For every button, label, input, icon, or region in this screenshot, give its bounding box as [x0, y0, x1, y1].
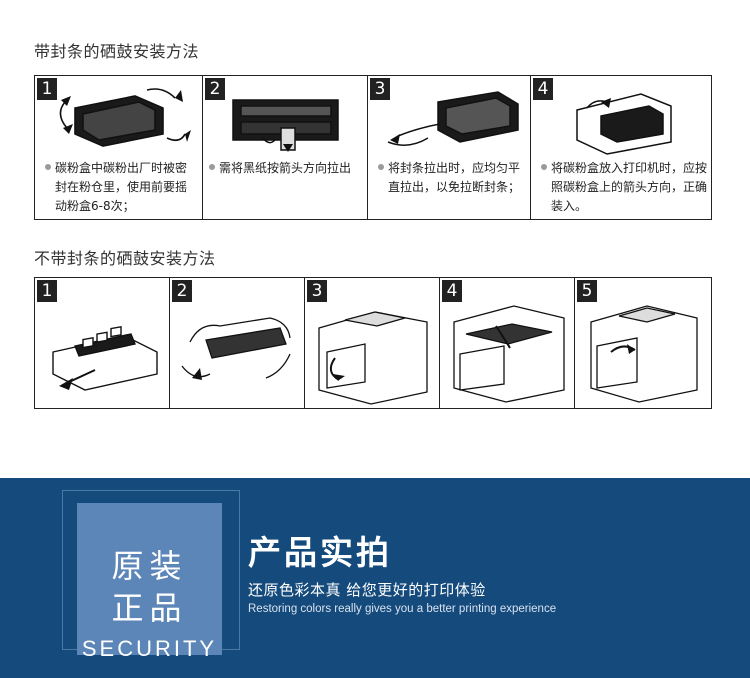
badge-security: SECURITY	[81, 636, 218, 661]
seal-step-4: 4 将碳粉盒放入打印机时，应按照碳粉盒上的箭头方向，正确装入。	[531, 76, 711, 219]
step-number: 2	[172, 280, 192, 302]
section-title-without-seal: 不带封条的硒鼓安装方法	[34, 249, 216, 268]
step-number: 3	[370, 78, 390, 100]
pull-seal-strip-illustration	[387, 91, 519, 146]
step-caption: 需将黑纸按箭头方向拉出	[209, 159, 363, 178]
seal-install-steps: 1 碳粉盒中碳粉出厂时被密封在粉仓里，使用前要摇动粉盒6-8次； 2	[34, 75, 712, 220]
step-caption: 碳粉盒中碳粉出厂时被密封在粉仓里，使用前要摇动粉盒6-8次；	[41, 159, 198, 216]
insert-cartridge-illustration	[576, 93, 672, 155]
bullet-icon	[209, 164, 215, 170]
no-seal-step-1: 1	[35, 278, 170, 408]
step-number: 1	[37, 78, 57, 100]
bullet-icon	[45, 164, 51, 170]
step-number: 3	[307, 280, 327, 302]
bullet-icon	[378, 164, 384, 170]
pull-black-paper-illustration	[232, 99, 339, 152]
badge-line-2: 正品	[111, 589, 188, 627]
section-title-with-seal: 带封条的硒鼓安装方法	[34, 42, 200, 61]
no-seal-step-5: 5	[575, 278, 711, 408]
genuine-badge: 原装 正品 SECURITY	[77, 503, 222, 661]
product-banner: 原装 正品 SECURITY 产品实拍 还原色彩本真 给您更好的打印体验 Res…	[0, 478, 750, 678]
no-seal-step-4: 4	[440, 278, 575, 408]
step-caption: 将碳粉盒放入打印机时，应按照碳粉盒上的箭头方向，正确装入。	[537, 159, 707, 216]
bullet-icon	[541, 164, 547, 170]
insert-into-printer-illustration	[453, 305, 565, 403]
no-seal-step-3: 3	[305, 278, 440, 408]
no-seal-install-steps: 1 2 3	[34, 277, 712, 409]
unpack-cartridge-illustration	[52, 326, 158, 391]
no-seal-step-2: 2	[170, 278, 305, 408]
rock-cartridge-illustration	[181, 317, 291, 380]
badge-line-1: 原装	[111, 547, 188, 585]
open-printer-cover-illustration	[318, 311, 428, 405]
step-number: 5	[577, 280, 597, 302]
step-number: 1	[37, 280, 57, 302]
step-number: 2	[205, 78, 225, 100]
seal-step-2: 2 需将黑纸按箭头方向拉出	[203, 76, 368, 219]
close-printer-cover-illustration	[590, 305, 698, 403]
seal-step-1: 1 碳粉盒中碳粉出厂时被密封在粉仓里，使用前要摇动粉盒6-8次；	[35, 76, 203, 219]
step-number: 4	[533, 78, 553, 100]
shake-cartridge-illustration	[59, 88, 191, 147]
banner-headline: 产品实拍	[248, 533, 392, 572]
seal-step-3: 3 将封条拉出时，应均匀平直拉出，以免拉断封条；	[368, 76, 531, 219]
banner-subtitle-cn: 还原色彩本真 给您更好的打印体验	[248, 581, 486, 599]
banner-subtitle-en: Restoring colors really gives you a bett…	[248, 603, 557, 615]
step-caption: 将封条拉出时，应均匀平直拉出，以免拉断封条；	[374, 159, 526, 197]
step-number: 4	[442, 280, 462, 302]
